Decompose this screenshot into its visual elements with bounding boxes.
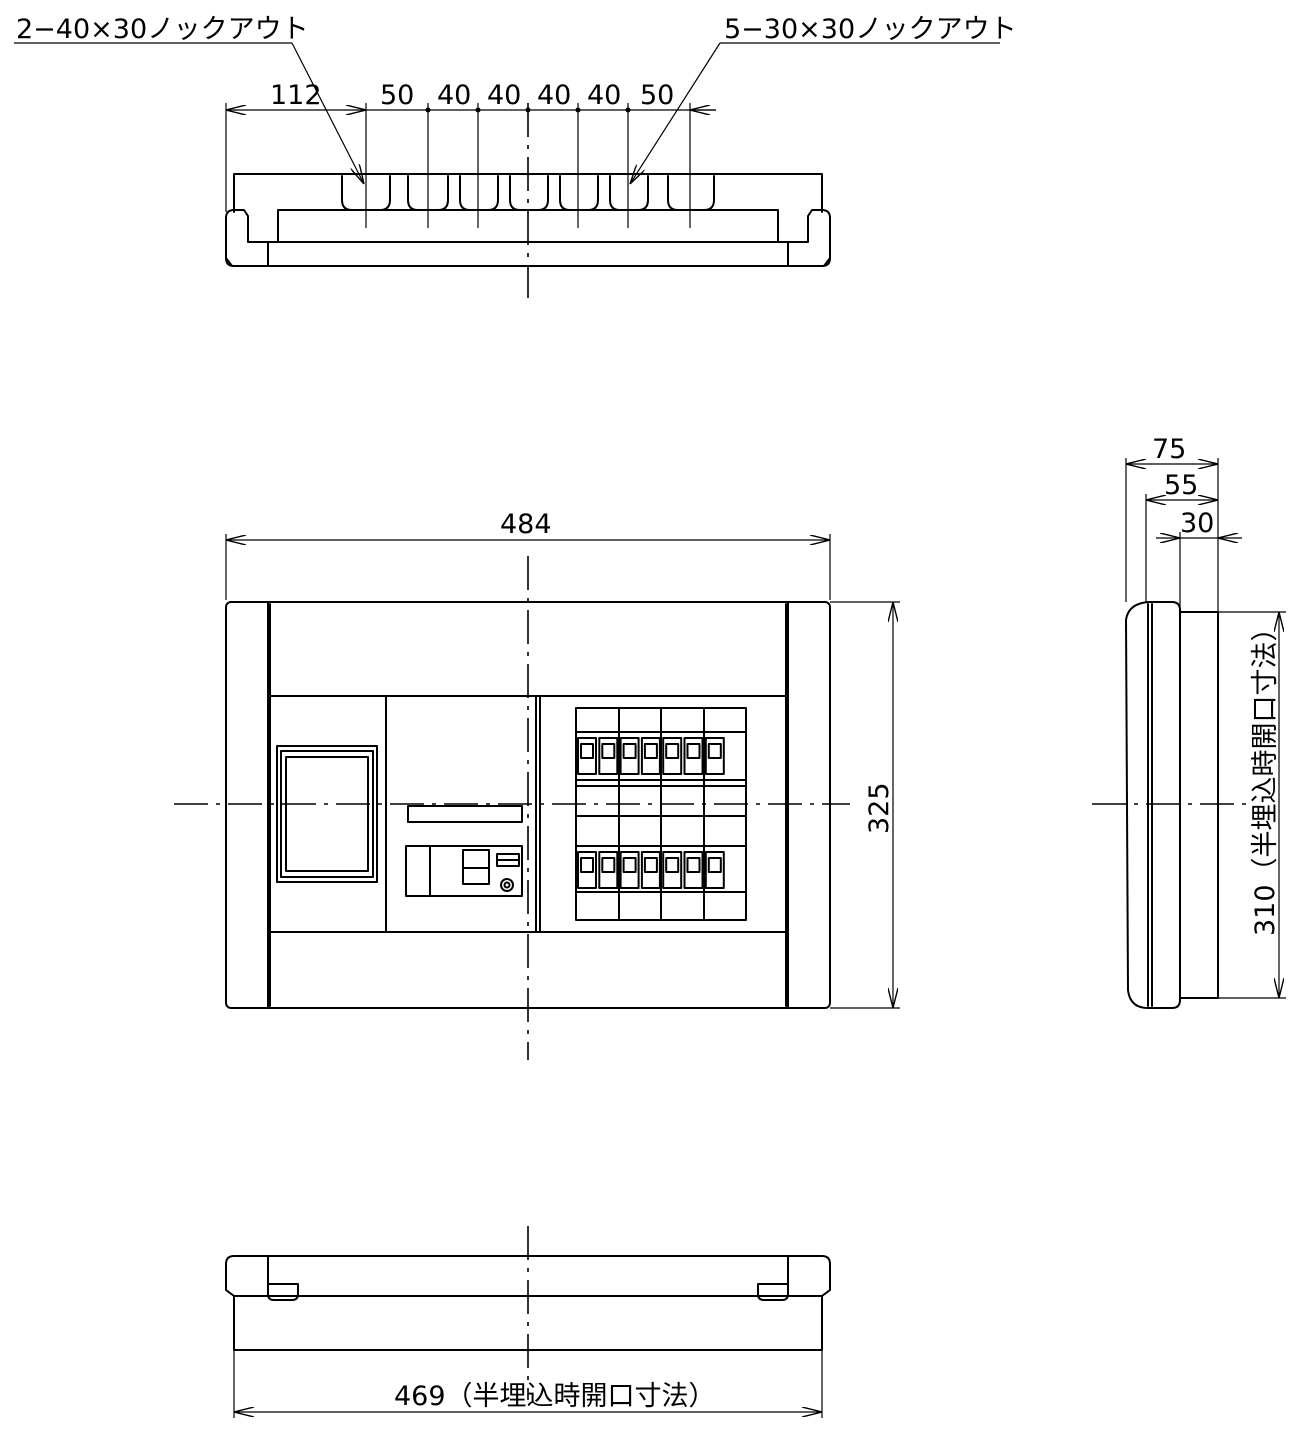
dim-40a-label: 40	[437, 80, 471, 111]
bottom-view: 469（半埋込時開口寸法）	[225, 1226, 831, 1418]
side-view: 75 55 30 310（半埋込時開口寸法）	[1092, 434, 1286, 1009]
knockout-right-leader	[630, 42, 721, 184]
top-view-front-edge	[225, 257, 831, 267]
branch-breaker-toggle-handle	[601, 743, 616, 759]
meter-window-inner	[285, 756, 369, 872]
top-view-knockouts	[341, 175, 715, 211]
dim-55-label: 55	[1164, 470, 1198, 501]
branch-breaker-toggle-handle	[707, 857, 722, 873]
knockout-right-label: 5−30×30ノックアウト	[724, 14, 1017, 45]
branch-breaker-toggle-handle	[686, 743, 701, 759]
branch-breaker-toggle	[662, 851, 683, 889]
front-view: 484 325	[174, 509, 900, 1060]
branch-breaker-toggle-handle	[643, 743, 658, 759]
dim-112-label: 112	[270, 80, 322, 111]
main-breaker-test-button	[500, 878, 514, 892]
side-cover-profile	[1125, 601, 1181, 1009]
dim-50a-label: 50	[380, 80, 414, 111]
branch-breaker-toggle	[662, 737, 683, 775]
branch-breaker-toggle-handle	[580, 743, 594, 759]
top-view: 2−40×30ノックアウト 5−30×30ノックアウト 112 50 40 40…	[14, 14, 1017, 298]
branch-breaker-toggle-handle	[665, 743, 680, 759]
branch-breaker-toggle	[704, 851, 725, 889]
branch-breaker-toggle-handle	[622, 857, 637, 873]
meter-window-outer	[276, 745, 378, 883]
front-inner-panel	[267, 695, 787, 933]
dim-325-label: 325	[864, 782, 895, 834]
dim-40b-label: 40	[487, 80, 521, 111]
dim-75-label: 75	[1152, 434, 1186, 465]
branch-breaker-toggle	[640, 737, 661, 775]
branch-breaker-toggle	[619, 851, 640, 889]
branch-breaker-toggle-handle	[643, 857, 658, 873]
top-view-right-end	[787, 209, 831, 267]
dim-310-label: 310（半埋込時開口寸法）	[1250, 614, 1281, 936]
branch-breaker-toggle-handle	[580, 857, 594, 873]
top-view-left-end	[225, 209, 269, 267]
main-breaker-body	[405, 845, 523, 897]
main-breaker-test-button-center	[503, 881, 511, 889]
branch-breaker-toggle	[577, 851, 597, 889]
meter-window-mid	[280, 750, 374, 878]
branch-breaker-toggle-handle	[601, 857, 616, 873]
main-breaker-label-slot	[407, 805, 523, 823]
dim-40d-label: 40	[587, 80, 621, 111]
branch-breaker-toggle	[577, 737, 597, 775]
branch-breaker-toggle	[619, 737, 640, 775]
branch-breaker-toggle	[683, 737, 704, 775]
branch-breaker-toggle	[598, 737, 619, 775]
branch-breaker-toggle	[704, 737, 725, 775]
dim-50b-label: 50	[640, 80, 674, 111]
dim-40c-label: 40	[537, 80, 571, 111]
bottom-right-tab	[757, 1283, 789, 1301]
branch-breaker-toggle	[640, 851, 661, 889]
branch-breaker-toggle-handle	[665, 857, 680, 873]
bottom-left-tab	[267, 1283, 299, 1301]
side-box-profile	[1179, 611, 1219, 999]
branch-breaker-toggle	[598, 851, 619, 889]
knockout-left-label: 2−40×30ノックアウト	[16, 14, 309, 45]
dim-30-label: 30	[1180, 508, 1214, 539]
branch-breaker-toggle	[683, 851, 704, 889]
branch-breaker-toggle-handle	[622, 743, 637, 759]
branch-breaker-toggle-handle	[686, 857, 701, 873]
dim-469-label: 469（半埋込時開口寸法）	[394, 1381, 716, 1412]
branch-breaker-toggle-handle	[707, 743, 722, 759]
knockout-left-leader	[291, 42, 364, 184]
dim-484-label: 484	[500, 509, 552, 540]
branch-breakers	[575, 707, 747, 921]
